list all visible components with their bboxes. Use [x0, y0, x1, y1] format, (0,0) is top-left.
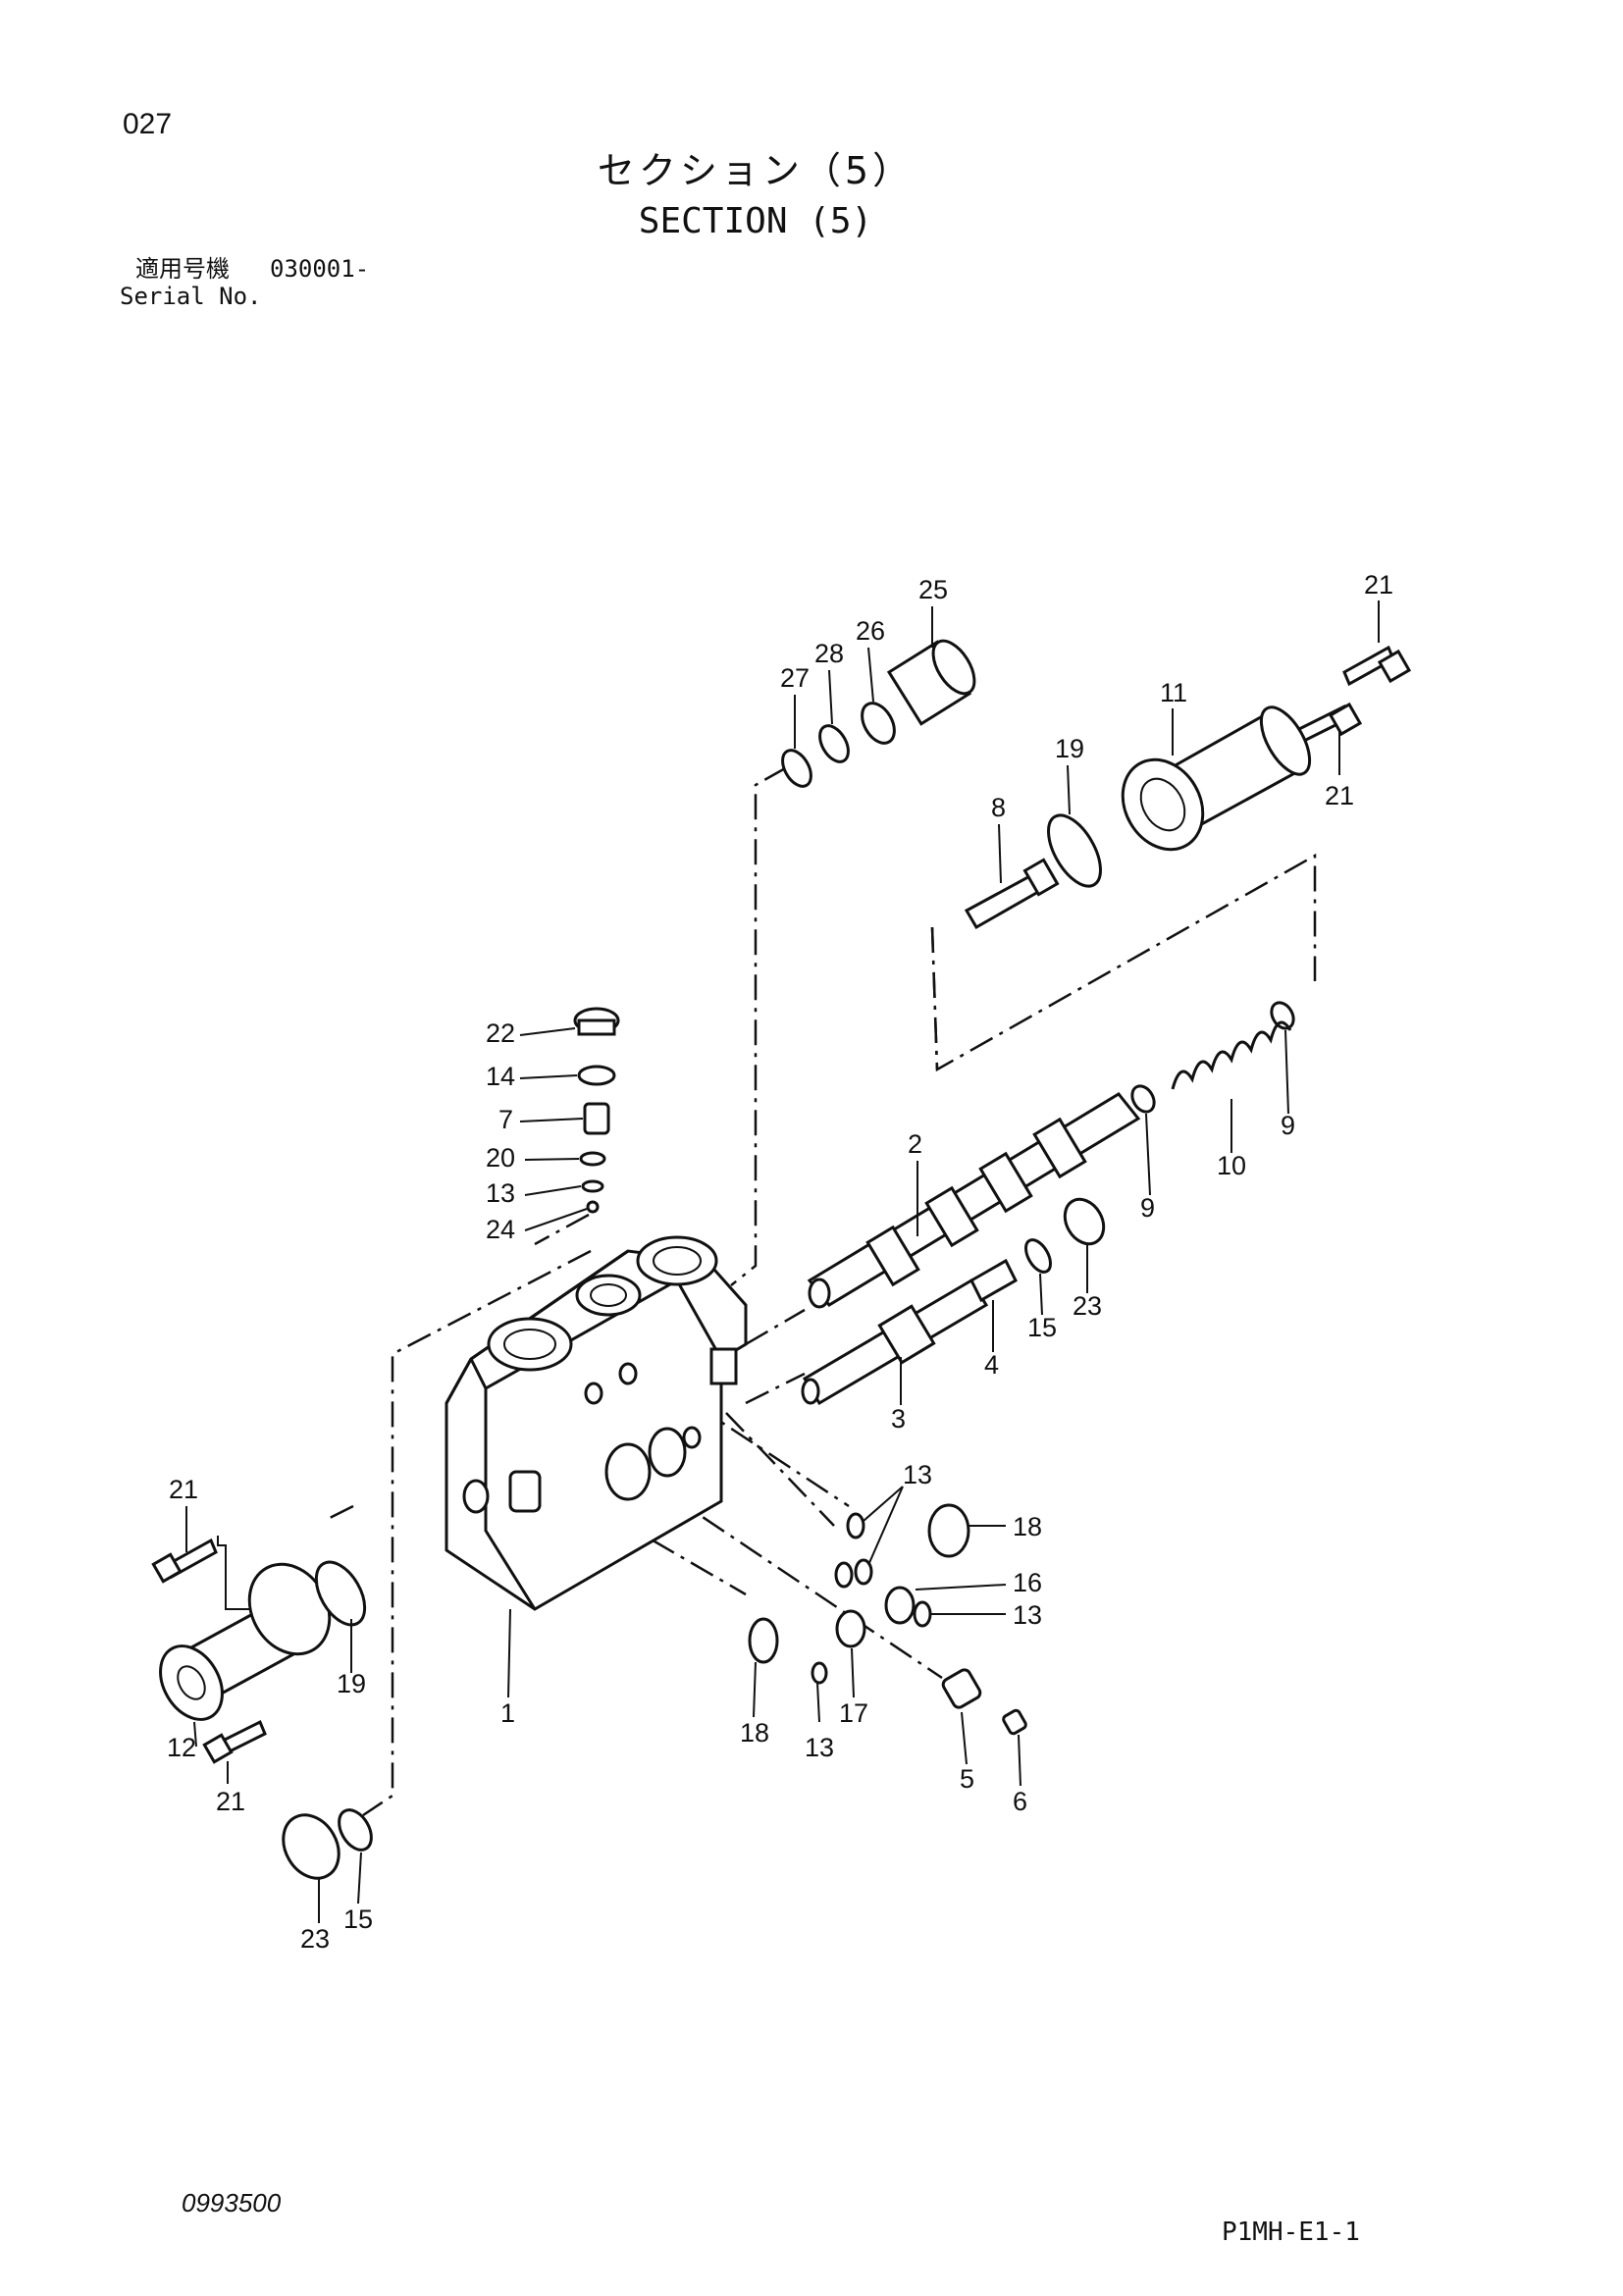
- callout-23-bottom: 23: [300, 1924, 330, 1954]
- callout-12: 12: [167, 1733, 196, 1762]
- callout-27: 27: [780, 663, 810, 693]
- serial-label-jp: 適用号機: [135, 255, 230, 283]
- page-title-en: SECTION (5): [638, 201, 873, 241]
- callout-18-bottom: 18: [740, 1718, 769, 1748]
- callout-22: 22: [486, 1018, 515, 1048]
- callout-13-stack: 13: [486, 1178, 515, 1208]
- callout-18-right: 18: [1013, 1512, 1042, 1541]
- callout-19-top: 19: [1055, 734, 1084, 763]
- callout-9-left: 9: [1140, 1193, 1155, 1223]
- callout-15-right: 15: [1027, 1313, 1057, 1342]
- serial-label-en: Serial No.: [120, 283, 262, 310]
- callout-5: 5: [960, 1764, 974, 1794]
- valve-body: [445, 1235, 748, 1611]
- callout-26: 26: [856, 616, 885, 646]
- callout-23-right: 23: [1073, 1291, 1102, 1321]
- callout-25: 25: [918, 575, 948, 604]
- callout-2: 2: [908, 1129, 922, 1159]
- document-code: 0993500: [182, 2188, 282, 2218]
- page-title-jp: セクション（5）: [597, 149, 915, 192]
- page-number: 027: [123, 108, 173, 140]
- leader-lines: [185, 600, 1380, 1923]
- callout-1: 1: [500, 1698, 515, 1728]
- callout-4: 4: [984, 1350, 999, 1380]
- callout-7: 7: [498, 1105, 513, 1134]
- callout-21-bottom: 21: [216, 1787, 245, 1816]
- callout-28: 28: [814, 639, 844, 668]
- callout-14: 14: [486, 1062, 515, 1091]
- callout-3: 3: [891, 1404, 906, 1434]
- callout-13-right: 13: [1013, 1600, 1042, 1630]
- callout-13-bottom: 13: [805, 1733, 834, 1762]
- callout-17: 17: [839, 1698, 868, 1728]
- callout-6: 6: [1013, 1787, 1027, 1816]
- callout-13-group: 13: [903, 1460, 932, 1489]
- callout-21-top: 21: [1364, 570, 1393, 600]
- reference-code: P1MH-E1-1: [1222, 2218, 1360, 2247]
- spool-3: [801, 1278, 989, 1406]
- callout-15-bottom: 15: [343, 1905, 373, 1934]
- callout-21-right: 21: [1325, 781, 1354, 810]
- callout-8: 8: [991, 793, 1006, 822]
- callout-labels: 25 26 28 27 21 11 21 19 8 22 14 7 20 13 …: [167, 570, 1393, 1954]
- callout-24: 24: [486, 1215, 515, 1244]
- callout-21-left: 21: [169, 1475, 198, 1504]
- callout-16: 16: [1013, 1568, 1042, 1597]
- callout-11: 11: [1160, 678, 1187, 707]
- small-parts: [151, 639, 1412, 1880]
- callout-10: 10: [1217, 1151, 1246, 1180]
- callout-9-right: 9: [1281, 1111, 1295, 1140]
- serial-number-value: 030001-: [270, 255, 370, 283]
- spool-2: [807, 1092, 1141, 1309]
- callout-20: 20: [486, 1143, 515, 1173]
- callout-19-left: 19: [337, 1669, 366, 1698]
